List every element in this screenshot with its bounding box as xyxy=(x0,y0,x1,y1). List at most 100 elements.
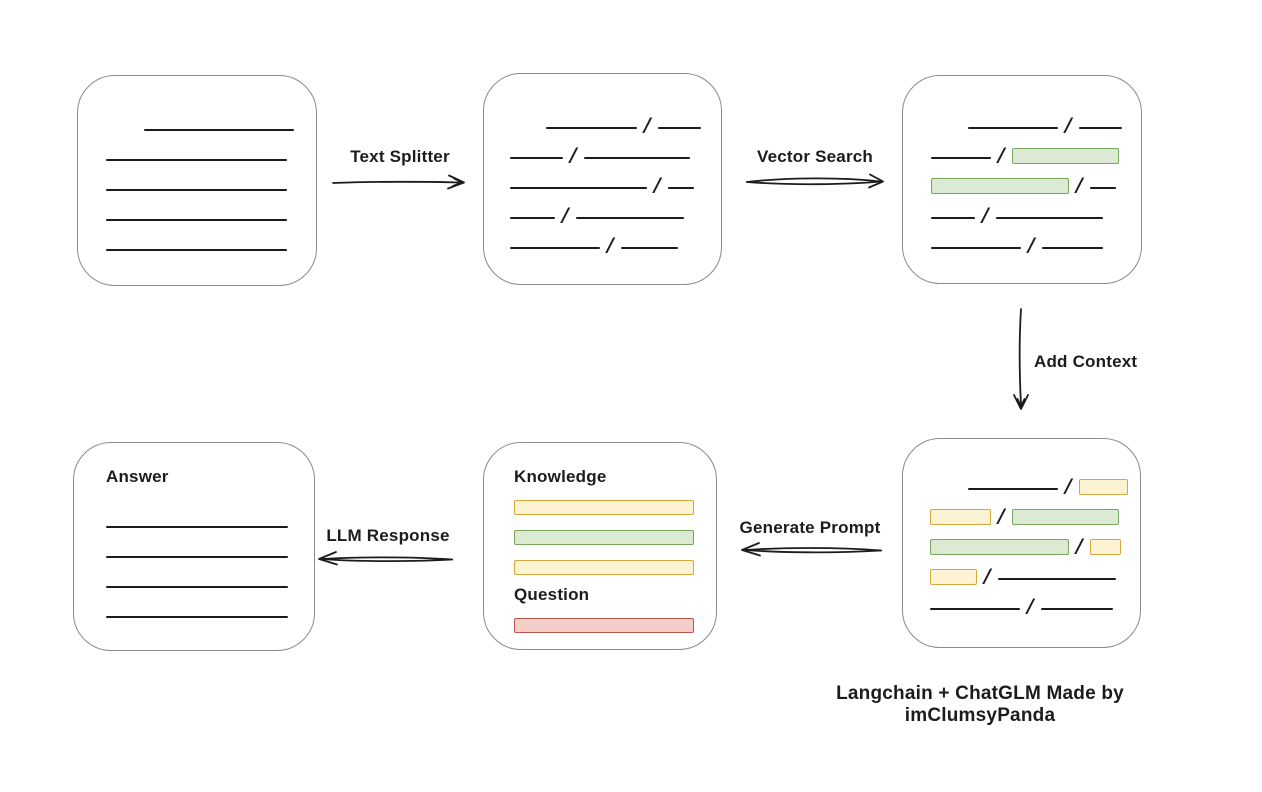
slash-separator: / xyxy=(1076,174,1083,196)
row: / xyxy=(510,166,701,196)
text-line xyxy=(930,608,1020,610)
slash-separator: / xyxy=(984,565,991,587)
row xyxy=(106,565,290,595)
add-context-arrow xyxy=(1013,308,1029,410)
row: / xyxy=(931,166,1121,196)
split-chunks-box: / / / / / xyxy=(483,73,722,285)
spacer xyxy=(930,496,961,497)
text-line xyxy=(1041,247,1103,249)
text-line xyxy=(106,526,288,528)
text-line xyxy=(931,217,975,219)
yellow-chunk xyxy=(930,569,977,585)
source-document-box xyxy=(77,75,317,286)
text-line xyxy=(657,127,701,129)
row: / xyxy=(930,527,1121,557)
text-line xyxy=(931,247,1021,249)
spacer xyxy=(106,137,137,138)
slash-separator: / xyxy=(1065,114,1072,136)
slash-separator: / xyxy=(607,234,614,256)
slash-separator: / xyxy=(570,144,577,166)
text-line xyxy=(510,217,555,219)
row xyxy=(106,595,290,625)
row: / xyxy=(510,106,701,136)
slash-separator: / xyxy=(998,505,1005,527)
text-line xyxy=(1089,187,1116,189)
caption: Langchain + ChatGLM Made by imClumsyPand… xyxy=(836,683,1124,726)
slash-separator: / xyxy=(1028,234,1035,256)
row xyxy=(514,609,696,639)
row: / xyxy=(930,497,1120,527)
text-line xyxy=(106,586,288,588)
row: Knowledge xyxy=(514,463,696,491)
text-line xyxy=(510,157,563,159)
text-line xyxy=(968,127,1058,129)
row: / xyxy=(510,226,701,256)
context-chunks-box: / / / / / xyxy=(902,438,1141,648)
row: / xyxy=(931,136,1121,166)
row: Answer xyxy=(106,463,290,491)
row: / xyxy=(510,136,701,166)
row: / xyxy=(930,587,1120,617)
row xyxy=(106,138,292,168)
green-chunk xyxy=(1011,509,1119,525)
text-line xyxy=(667,187,694,189)
text-line xyxy=(583,157,690,159)
text-line xyxy=(620,247,678,249)
slash-separator: / xyxy=(1076,535,1083,557)
yellow-bar xyxy=(514,560,694,575)
spacer xyxy=(931,135,961,136)
row xyxy=(106,535,290,565)
row: / xyxy=(931,196,1121,226)
generate-prompt-label: Generate Prompt xyxy=(739,518,881,537)
text-line xyxy=(1078,127,1122,129)
text-line xyxy=(995,217,1103,219)
yellow-chunk xyxy=(1089,539,1121,555)
slash-separator: / xyxy=(1065,475,1072,497)
row xyxy=(514,491,696,521)
row xyxy=(106,228,292,258)
text-splitter-label: Text Splitter xyxy=(350,147,450,166)
row: / xyxy=(510,196,701,226)
text-line xyxy=(106,189,287,191)
row xyxy=(514,521,696,551)
text-line xyxy=(106,556,288,558)
vector-search-label: Vector Search xyxy=(757,147,873,166)
row xyxy=(106,505,290,535)
add-context-label: Add Context xyxy=(1034,352,1138,371)
text-line xyxy=(931,157,991,159)
row xyxy=(514,551,696,581)
slash-separator: / xyxy=(644,114,651,136)
slash-separator: / xyxy=(562,204,569,226)
row xyxy=(106,198,292,228)
text-line xyxy=(510,187,647,189)
text-splitter-arrow xyxy=(332,174,465,190)
text-line xyxy=(546,127,637,129)
slash-separator: / xyxy=(1027,595,1034,617)
text-line xyxy=(968,488,1058,490)
slash-separator: / xyxy=(654,174,661,196)
llm-response-arrow xyxy=(318,551,453,566)
llm-response-label: LLM Response xyxy=(326,526,450,545)
text-line xyxy=(997,578,1116,580)
row xyxy=(106,108,294,138)
row: / xyxy=(930,467,1128,497)
row: Question xyxy=(514,581,696,609)
row: / xyxy=(931,226,1121,256)
text-line xyxy=(575,217,684,219)
text-line xyxy=(106,159,287,161)
slash-separator: / xyxy=(982,204,989,226)
yellow-chunk xyxy=(1078,479,1128,495)
yellow-bar xyxy=(514,500,694,515)
knowledge-label: Knowledge xyxy=(514,467,607,486)
text-line xyxy=(1040,608,1113,610)
answer-box: Answer xyxy=(73,442,315,651)
green-chunk xyxy=(930,539,1069,555)
spacer xyxy=(510,135,539,136)
generate-prompt-arrow xyxy=(741,542,882,557)
text-line xyxy=(144,129,294,131)
question-label: Question xyxy=(514,585,590,604)
red-bar xyxy=(514,618,694,633)
yellow-chunk xyxy=(930,509,991,525)
